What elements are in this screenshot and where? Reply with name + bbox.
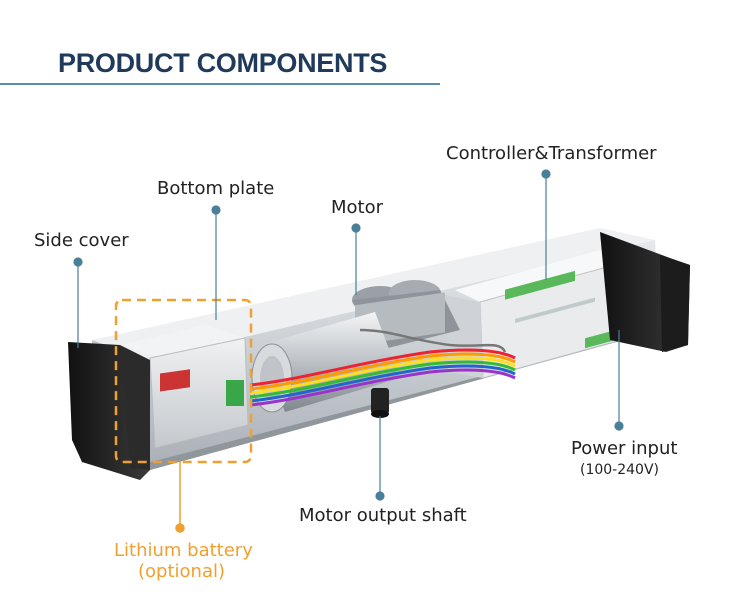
label-power-range: (100-240V) — [580, 462, 659, 478]
right-side-cover — [600, 232, 690, 352]
callout-lines — [73, 169, 624, 501]
wire-harness — [249, 328, 516, 407]
label-power-input: Power input — [571, 438, 678, 459]
label-motor: Motor — [331, 197, 384, 218]
label-optional: (optional) — [138, 561, 225, 582]
label-side-cover: Side cover — [34, 230, 129, 251]
label-motor-output-shaft: Motor output shaft — [299, 505, 467, 526]
label-lithium-battery: Lithium battery — [114, 540, 253, 561]
battery-callout — [175, 462, 185, 533]
title-underline — [0, 83, 440, 85]
label-bottom-plate: Bottom plate — [157, 178, 275, 199]
motor-output-shaft — [371, 388, 389, 418]
battery-highlight-frame — [114, 298, 253, 464]
page-title: PRODUCT COMPONENTS — [58, 48, 388, 78]
label-controller-transformer: Controller&Transformer — [446, 143, 657, 164]
lithium-battery-box — [120, 325, 249, 449]
left-side-cover — [68, 342, 150, 480]
